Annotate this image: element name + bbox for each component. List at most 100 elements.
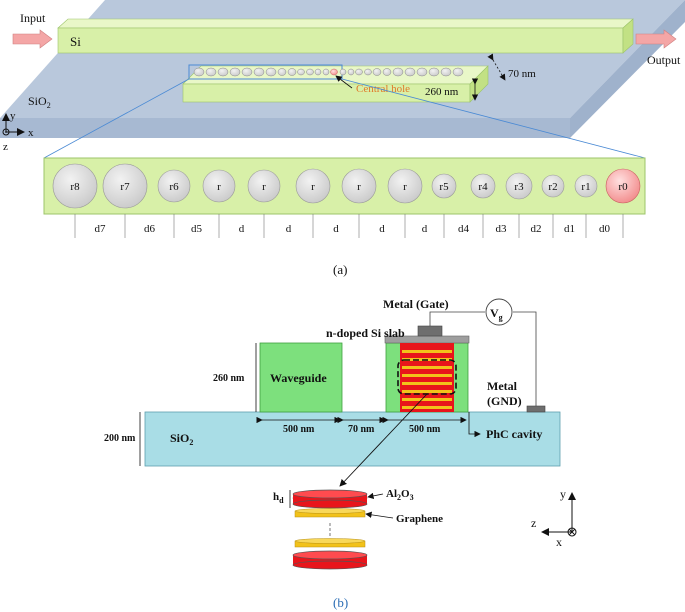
zoomed-hole [387, 168, 423, 204]
gnd-label-2: (GND) [487, 394, 522, 408]
zoomed-hole [52, 163, 98, 209]
si-waveguide-front [57, 27, 624, 54]
slab-hole [314, 68, 322, 76]
width2-label: 500 nm [409, 424, 441, 435]
hole-radius-label: r [311, 181, 315, 193]
axis-x-label-b: x [556, 535, 562, 549]
sio2-label-a: SiO2 [28, 94, 51, 110]
slab-hole-row [193, 67, 464, 77]
slab-hole [241, 67, 253, 77]
gap-label-b: 70 nm [348, 424, 375, 435]
zoomed-hole [247, 169, 281, 203]
slab-hole [355, 68, 363, 76]
spacing-label: d6 [144, 223, 156, 235]
slab-hole [382, 68, 392, 76]
si-label: Si [70, 34, 81, 49]
zoom-line-left [43, 78, 190, 159]
spacing-label: d [422, 223, 428, 235]
slab-hole [205, 67, 217, 77]
zoom-line-right [341, 78, 646, 159]
width1-label: 500 nm [283, 424, 315, 435]
spacing-label: d7 [95, 223, 107, 235]
axis-triad-b: y z x [531, 487, 577, 549]
spacing-label: d [239, 223, 245, 235]
hole-radius-label: r2 [548, 181, 557, 193]
zoomed-hole [541, 174, 565, 198]
slab-hole [416, 67, 428, 77]
spacing-label: d5 [191, 223, 203, 235]
al2o3-pointer [367, 492, 384, 500]
hole-radius-label: r [217, 181, 221, 193]
waveguide-height-label: 260 nm [213, 373, 245, 384]
slab-hole [287, 68, 297, 76]
si-waveguide-top [57, 18, 634, 29]
zoom-pointer-b [339, 393, 428, 487]
slab-hole [452, 67, 464, 77]
gap-label: 70 nm [508, 68, 536, 80]
spacing-label: d2 [531, 223, 542, 235]
slab-hole [193, 67, 205, 77]
output-arrow [635, 29, 677, 49]
voltage-label: Vg [490, 306, 503, 322]
spacing-label: d [286, 223, 292, 235]
hole-radius-label: r7 [120, 181, 130, 193]
zoomed-hole [102, 163, 148, 209]
hole-radius-label: r0 [618, 181, 628, 193]
axis-y-label-b: y [560, 487, 566, 501]
spacing-label: d0 [599, 223, 611, 235]
graphene-pointer [365, 511, 394, 519]
voltage-source [485, 298, 513, 326]
axis-y-label: y [10, 110, 16, 122]
hole-radius-label: r5 [439, 181, 449, 193]
zoomed-hole [341, 168, 377, 204]
gate-label: Metal (Gate) [383, 297, 449, 311]
hole-radius-label: r [403, 181, 407, 193]
phc-label: PhC cavity [486, 427, 542, 441]
slab-hole [297, 68, 305, 76]
slab-hole [322, 68, 330, 76]
exploded-layer-stack [292, 489, 368, 570]
input-arrow [12, 29, 53, 49]
n-doped-label: n-doped Si slab [326, 326, 405, 340]
hole-radius-label: r [357, 181, 361, 193]
slab-hole [392, 67, 404, 77]
zoomed-hole [431, 173, 457, 199]
gnd-metal [526, 405, 546, 413]
axis-triad-a: y x z [2, 110, 34, 153]
slab-hole [428, 67, 440, 77]
slab-hole [277, 68, 287, 76]
graphene-al2o3-stack [400, 343, 454, 412]
zoomed-hole [157, 169, 191, 203]
caption-b: (b) [333, 595, 348, 610]
axis-x-label: x [28, 127, 34, 139]
spacing-label: d [333, 223, 339, 235]
slab-hole [440, 67, 452, 77]
panel-b: SiO2 200 nm Waveguide 260 nm [104, 297, 577, 610]
central-hole-marker [330, 68, 338, 76]
spacing-label: d1 [564, 223, 575, 235]
phc-pointer [468, 412, 481, 438]
slab-hole [372, 68, 382, 76]
hole-radius-label: r1 [581, 181, 590, 193]
hole-radius-label: r6 [169, 181, 179, 193]
gate-metal [417, 325, 443, 337]
slab-hole [253, 67, 265, 77]
zoomed-hole [574, 174, 598, 198]
input-label: Input [20, 11, 46, 25]
slab-hole [229, 67, 241, 77]
zoomed-hole [202, 169, 236, 203]
output-label: Output [647, 53, 681, 67]
waveguide-label: Waveguide [270, 371, 327, 385]
hole-radius-label: r3 [514, 181, 524, 193]
si-waveguide-side [622, 18, 634, 54]
hole-radius-label: r8 [70, 181, 80, 193]
slab-hole [217, 67, 229, 77]
waveguide-block [259, 342, 343, 413]
substrate-height-label: 200 nm [104, 433, 136, 444]
gnd-wire [513, 311, 537, 406]
hd-label: hd [273, 491, 284, 505]
gnd-label-1: Metal [487, 379, 518, 393]
slab-hole [265, 67, 277, 77]
